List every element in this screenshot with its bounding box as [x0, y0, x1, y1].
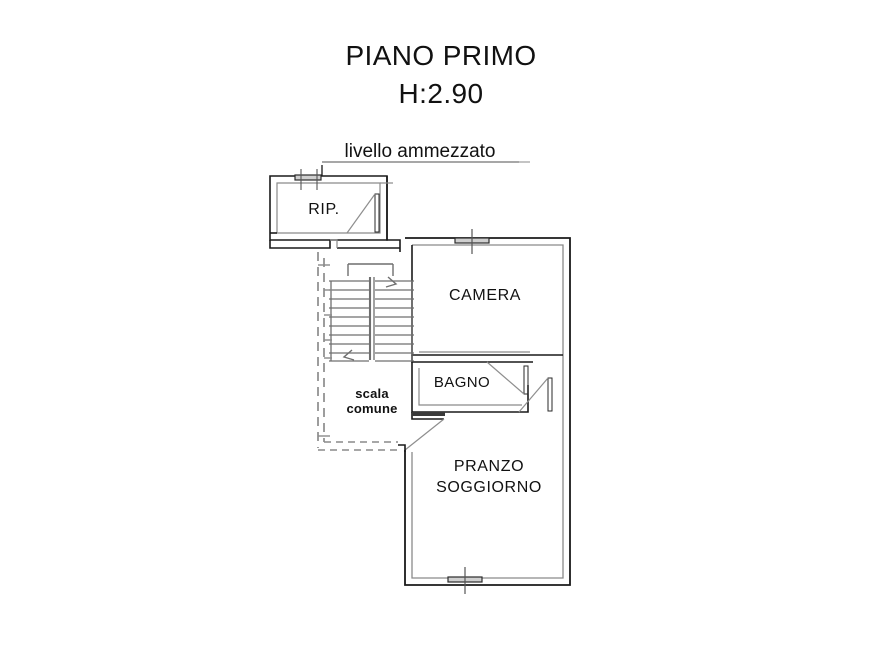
- door-bagno-right-swing: [518, 377, 549, 413]
- staircase-scala-comune: scala comune: [329, 263, 414, 416]
- door-bagno-upper-swing: [486, 361, 525, 395]
- room-label-pranzo-line1: PRANZO: [454, 458, 524, 475]
- rip-connector-wall-right: [386, 176, 401, 252]
- room-pranzo-soggiorno: PRANZO SOGGIORNO: [436, 458, 542, 594]
- envelope-outer: [404, 237, 571, 586]
- room-label-rip: RIP.: [308, 201, 339, 218]
- stair-treads-left: [329, 280, 369, 362]
- window-camera-top: [454, 229, 490, 254]
- door-rip-leaf: [374, 193, 380, 233]
- building-envelope: [404, 237, 571, 586]
- stair-label-line2: comune: [346, 401, 397, 416]
- stair-arrow-up: [385, 276, 398, 288]
- door-bagno-upper: [486, 361, 529, 395]
- plan-title-line2: H:2.90: [399, 78, 484, 109]
- room-bagno: BAGNO: [411, 361, 553, 420]
- bagno-threshold: [412, 412, 445, 416]
- stair-treads-right: [375, 280, 414, 362]
- stair-arrow-down: [342, 349, 355, 361]
- rip-connector-wall-bottom: [269, 240, 331, 249]
- room-label-bagno: BAGNO: [434, 374, 490, 391]
- door-rip-swing: [346, 193, 376, 234]
- bagno-bound: [411, 362, 529, 413]
- stair-label-line1: scala: [355, 386, 389, 401]
- window-pranzo-bottom: [447, 567, 483, 594]
- door-corridor-swing: [404, 418, 445, 451]
- window-rip-glass: [294, 174, 322, 181]
- door-corridor-jamb: [398, 444, 406, 452]
- door-corridor: [398, 418, 445, 452]
- corridor-top-wall-step: [330, 239, 338, 248]
- door-bagno-upper-leaf: [523, 365, 529, 395]
- plan-title-line1: PIANO PRIMO: [345, 40, 536, 71]
- bagno-bound-inner: [418, 368, 522, 406]
- door-bagno-right-leaf: [547, 377, 553, 412]
- door-bagno-right: [518, 377, 553, 413]
- dashed-boundary-walls: [317, 252, 398, 451]
- envelope-inner: [411, 244, 564, 579]
- room-label-pranzo-line2: SOGGIORNO: [436, 479, 542, 496]
- room-label-camera: CAMERA: [449, 287, 521, 304]
- window-rip-top: [294, 169, 322, 190]
- rip-inner-wall: [276, 182, 381, 234]
- door-rip: [346, 193, 380, 234]
- level-note-label: livello ammezzato: [345, 141, 496, 162]
